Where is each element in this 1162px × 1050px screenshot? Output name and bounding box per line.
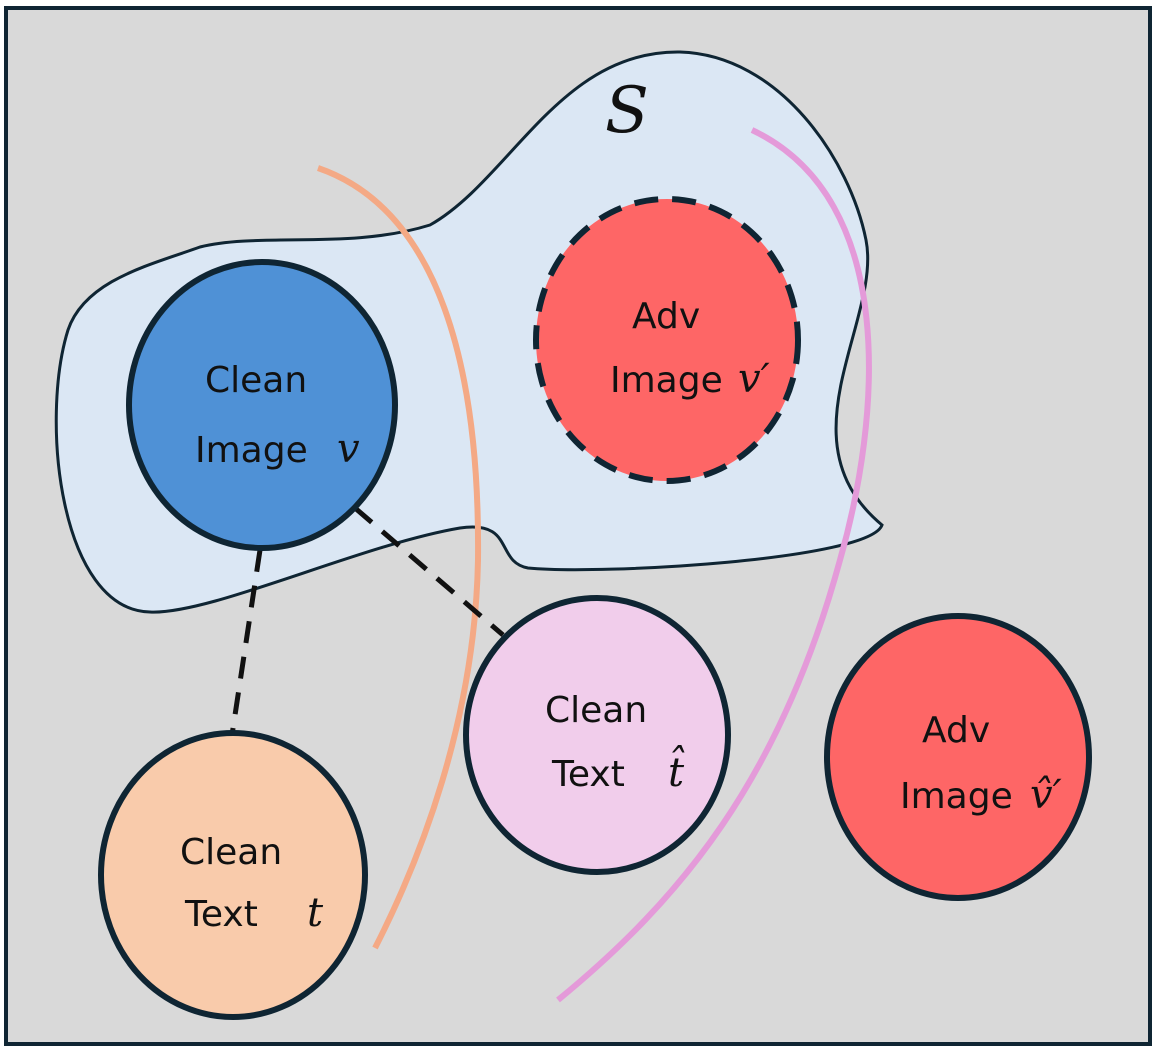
adv-image-hat-line2: Image	[900, 776, 1013, 817]
orange-decision-boundary	[317, 165, 482, 950]
clean-image-v-node: Clean Image v	[126, 259, 398, 551]
adv-image-line1: Adv	[632, 296, 700, 337]
adv-image-hat-line1: Adv	[922, 710, 990, 751]
set-s-label: S	[605, 74, 649, 148]
clean-image-line2: Image	[195, 430, 308, 471]
adv-image-line2: Image	[610, 360, 723, 401]
clean-text-t-node: Clean Text t	[98, 730, 368, 1020]
adv-image-hat-var: v̂′	[1030, 772, 1062, 818]
clean-text-t-hat-line1: Clean	[545, 690, 647, 731]
link-v-to-t	[229, 549, 263, 736]
pink-decision-boundary	[556, 127, 872, 1003]
clean-image-var: v	[337, 426, 360, 472]
clean-text-t-hat-var: t̂	[668, 746, 685, 796]
clean-text-t-line2: Text	[184, 894, 258, 935]
adv-image-v-hat-prime-node: Adv Image v̂′	[824, 613, 1092, 901]
clean-text-t-var: t	[307, 890, 324, 936]
clean-text-t-hat-line2: Text	[551, 754, 625, 795]
adv-image-var: v′	[738, 356, 770, 402]
clean-text-t-line1: Clean	[180, 832, 282, 873]
link-v-to-t-hat	[353, 506, 505, 637]
adv-image-v-prime-node: Adv Image v′	[533, 196, 801, 484]
clean-text-t-hat-node: Clean Text t̂	[463, 595, 731, 875]
clean-image-line1: Clean	[205, 360, 307, 401]
